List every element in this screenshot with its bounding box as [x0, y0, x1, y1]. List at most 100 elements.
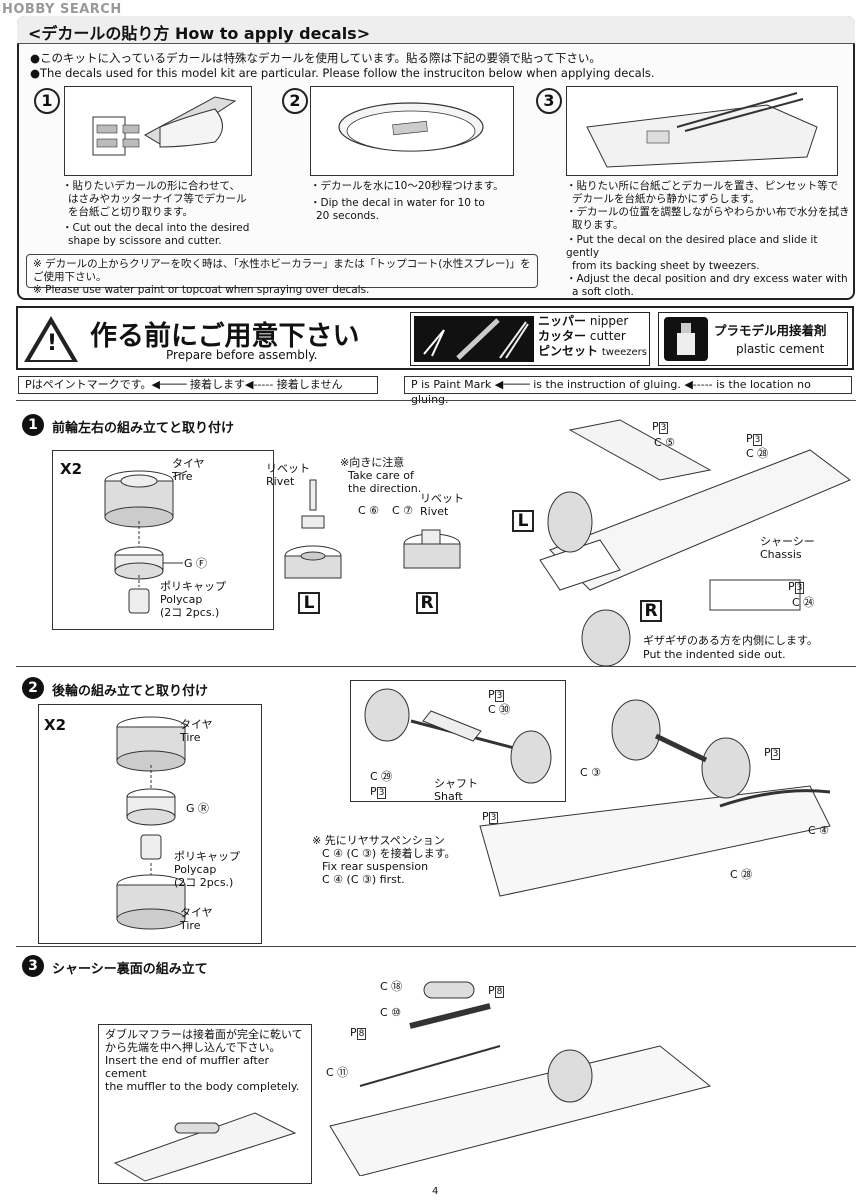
cement-bottle-drawing	[677, 323, 695, 355]
decal-step-2-text: ・デカールを水に10〜20秒程つけます。 ・Dip the decal in w…	[310, 180, 504, 223]
part-c5-label: C ⑤	[654, 436, 676, 449]
prepare-title-jp: 作る前にご用意下さい	[90, 321, 360, 352]
prepare-title-en: Prepare before assembly.	[166, 348, 318, 362]
chassis-jp: シャーシー	[760, 535, 815, 548]
tire-en: Tire	[172, 470, 193, 483]
tools-image	[414, 316, 534, 362]
paint-mark-legend-en: P is Paint Mark ◀──── is the instruction…	[404, 376, 852, 406]
part-c11-label: C ⑪	[326, 1066, 349, 1079]
decal-step-3-jp-line: 取ります。	[572, 219, 624, 231]
decal-step-2-jp-line: ・デカールを水に10〜20秒程つけます。	[310, 180, 504, 192]
applying-decal-drawing	[586, 92, 818, 168]
rear-suspension-en-1: Fix rear suspension	[322, 860, 429, 873]
rivet-en: Rivet	[420, 505, 449, 518]
right-side-marker: R	[416, 592, 438, 614]
decal-step-3-illustration	[566, 86, 838, 176]
part-c10-label: C ⑩	[380, 1006, 402, 1019]
step-3-title: シャーシー裏面の組み立て	[52, 962, 208, 977]
section-divider	[16, 946, 856, 947]
tool-cutter-jp: カッター	[538, 329, 587, 343]
tire-jp: タイヤ	[180, 906, 213, 919]
front-chassis-drawing	[539, 419, 851, 667]
left-side-marker-chassis: L	[512, 510, 534, 532]
step-2-wheel-part: G Ⓡ	[186, 802, 210, 815]
part-c3-label: C ③	[580, 766, 602, 779]
decal-title: <デカールの貼り方 How to apply decals>	[28, 24, 371, 43]
tire-en: Tire	[180, 731, 201, 744]
page-number: 4	[432, 1186, 439, 1197]
decal-step-2-number: 2	[282, 88, 308, 114]
polycap-qty: (2コ 2pcs.)	[160, 606, 220, 619]
part-c28-label: C ㉘	[746, 447, 769, 460]
section-divider	[16, 666, 856, 667]
prepare-before-assembly-bar	[16, 306, 854, 370]
cutting-decal-drawing	[92, 96, 237, 156]
rivet-jp: リベット	[266, 462, 310, 475]
step-2-title: 後輪の組み立てと取り付け	[52, 684, 209, 699]
step-3-number: 3	[22, 955, 44, 977]
decal-step-3-number: 3	[536, 88, 562, 114]
step-1-wheel-box	[52, 450, 274, 630]
part-c6-label: C ⑥	[358, 504, 380, 517]
section-divider	[16, 400, 856, 401]
indent-note-jp: ギザギザのある方を内側にします。	[643, 634, 818, 647]
rear-suspension-jp-2: C ④ (C ③) を接着します。	[322, 847, 456, 860]
polycap-jp: ポリキャップ	[160, 580, 226, 593]
decal-footnote-en: ※ Please use water paint or topcoat when…	[33, 284, 370, 296]
direction-en-2: the direction.	[348, 482, 422, 495]
step-1-wheel-part: G Ⓕ	[184, 557, 208, 570]
decal-step-3-en-line: a soft cloth.	[572, 286, 634, 298]
decal-step-3-jp-line: デカールを台紙から静かにずらします。	[572, 193, 761, 205]
axle-detail-box	[350, 680, 566, 802]
polycap-qty: (2コ 2pcs.)	[174, 876, 234, 889]
warning-exclamation: !	[47, 331, 58, 356]
muffler-note-en-2: the muffler to the body completely.	[105, 1080, 300, 1093]
decal-step-3-en-line: from its backing sheet by tweezers.	[572, 260, 760, 272]
tool-tweezers-jp: ピンセット	[538, 344, 599, 358]
decal-step-3-jp-line: ・貼りたい所に台紙ごとデカールを置き、ピンセット等で	[566, 180, 839, 192]
decal-step-3-jp-line: ・デカールの位置を調整しながらやわらかい布で水分を拭き	[566, 206, 850, 218]
watermark: HOBBY SEARCH	[2, 2, 122, 17]
tire-en: Tire	[180, 919, 201, 932]
rear-chassis-drawing	[479, 699, 831, 897]
decal-intro-en: ●The decals used for this model kit are …	[30, 66, 655, 80]
decal-step-3-text: ・貼りたい所に台紙ごとデカールを置き、ピンセット等で デカールを台紙から静かにず…	[566, 180, 850, 299]
decal-step-1-en-line: ・Cut out the decal into the desired	[62, 222, 250, 234]
decal-step-1-number: 1	[34, 88, 60, 114]
step-1-title: 前輪左右の組み立てと取り付け	[52, 421, 235, 436]
underside-chassis-drawing	[329, 981, 712, 1176]
decal-intro-jp: ●このキットに入っているデカールは特殊なデカールを使用しています。貼る際は下記の…	[30, 51, 601, 65]
nipper-cutter-tweezers-icon	[423, 318, 529, 360]
decal-footnote-box: ※ デカールの上からクリアーを吹く時は、「水性ホビーカラー」または「トップコート…	[26, 254, 538, 296]
muffler-note-jp-1: ダブルマフラーは接着面が完全に乾いて	[105, 1028, 303, 1041]
decal-footnote-jp: ※ デカールの上からクリアーを吹く時は、「水性ホビーカラー」または「トップコート…	[33, 258, 531, 283]
direction-en-1: Take care of	[348, 469, 414, 482]
front-wheel-exploded-drawing	[104, 470, 188, 614]
tire-jp: タイヤ	[172, 457, 205, 470]
decal-step-2-en-line: ・Dip the decal in water for 10 to	[310, 197, 485, 209]
tool-nipper-en: nipper	[589, 314, 629, 328]
part-c28-label-rear: C ㉘	[730, 868, 753, 881]
polycap-en: Polycap	[174, 863, 217, 876]
part-c30-label: C ㉚	[488, 703, 511, 716]
part-c4-label: C ④	[808, 824, 830, 837]
right-side-marker-chassis: R	[640, 600, 662, 622]
decal-step-1-illustration	[64, 86, 252, 176]
muffler-note-box: ダブルマフラーは接着面が完全に乾いて から先端を中へ押し込んで下さい。 Inse…	[98, 1024, 312, 1184]
paint-code: 3	[494, 690, 505, 702]
rivet-en: Rivet	[266, 475, 295, 488]
step-2-number: 2	[22, 677, 44, 699]
paint-code: 3	[794, 582, 805, 594]
tool-nipper-jp: ニッパー	[538, 314, 587, 328]
